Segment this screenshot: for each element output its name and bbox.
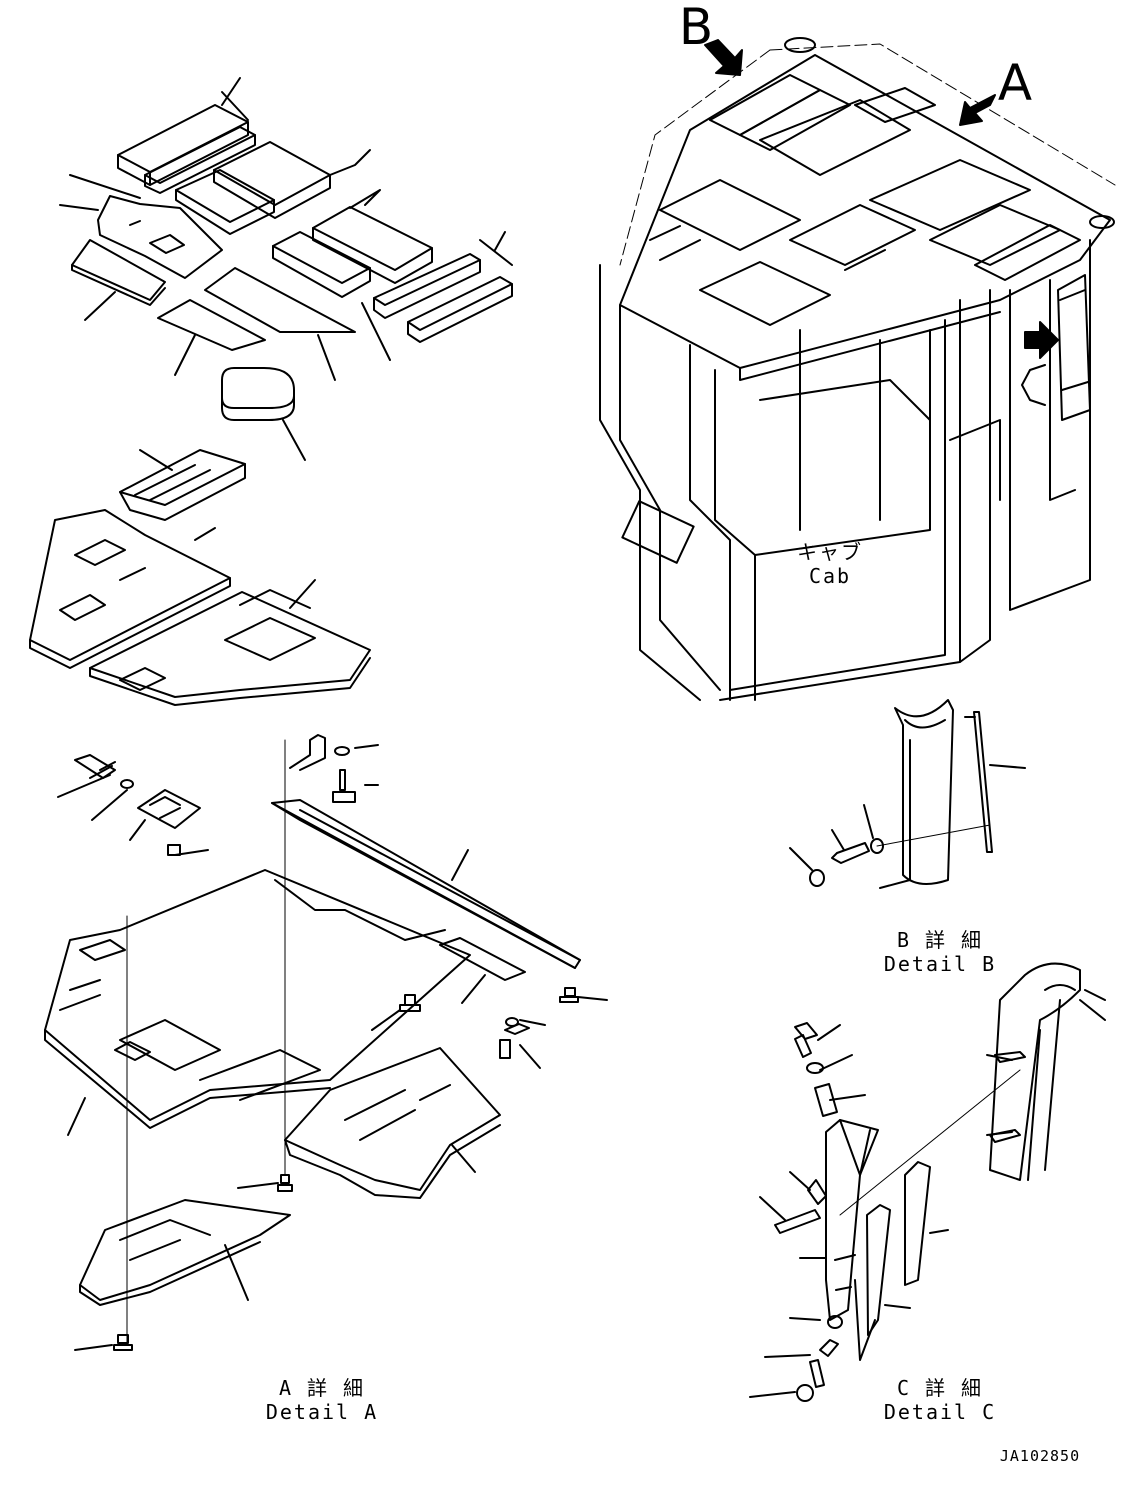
detail-b-group [790,700,1025,888]
detail-a-group [45,735,607,1350]
detail-a-label: A 詳 細 Detail A [262,1376,382,1424]
cab-label-en: Cab [808,564,852,588]
detail-a-label-jp: A 詳 細 [278,1376,366,1400]
cab-frame-group [600,38,1115,700]
detail-c-label-jp: C 詳 細 [896,1376,984,1400]
detail-b-label-en: Detail B [883,952,997,976]
detail-c-group [750,964,1105,1401]
cab-label: キャブ Cab [780,540,880,588]
detail-b-label: B 詳 細 Detail B [880,928,1000,976]
detail-a-label-en: Detail A [265,1400,379,1424]
detail-c-label: C 詳 細 Detail C [880,1376,1000,1424]
detail-b-label-jp: B 詳 細 [896,928,984,952]
insulation-pads-group [30,78,512,705]
detail-c-label-en: Detail C [883,1400,997,1424]
drawing-code: JA102850 [999,1447,1081,1465]
view-marker-a: A [997,54,1033,112]
cab-label-jp: キャブ [797,540,863,564]
view-marker-b: B [678,0,714,56]
